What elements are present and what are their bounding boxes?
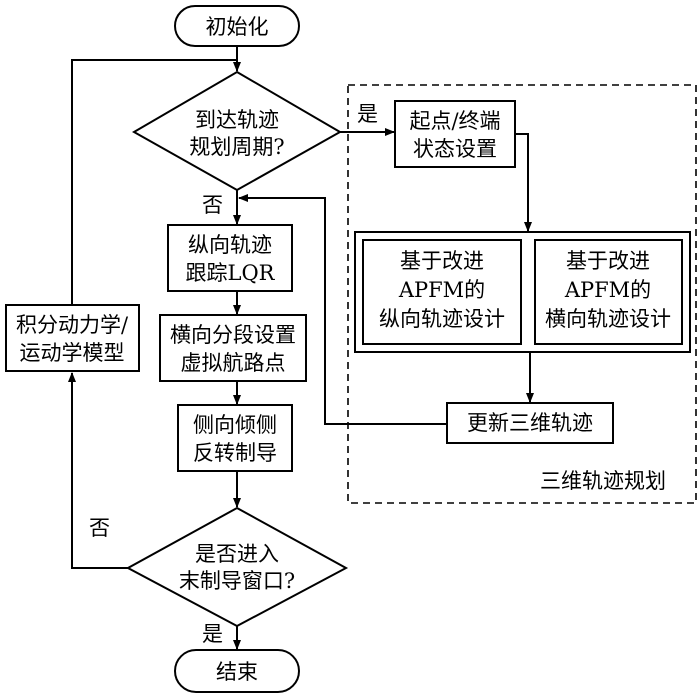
edge-update-to-mainline	[238, 194, 447, 425]
end-label: 结束	[216, 660, 258, 684]
decision-terminal-window-line1: 是否进入	[195, 542, 279, 566]
apfm-longitudinal-line1: 基于改进	[400, 249, 484, 273]
update-trajectory-box	[446, 402, 614, 444]
label-no-top: 否	[202, 193, 223, 217]
apfm-lateral-box	[534, 239, 683, 345]
state-setup-line2: 状态设置	[413, 137, 497, 161]
decision-terminal-window-line2: 末制导窗口?	[179, 569, 295, 593]
apfm-longitudinal-box	[362, 239, 522, 345]
decision-terminal-window	[125, 506, 349, 628]
lqr-line1: 纵向轨迹	[188, 233, 272, 257]
edge-terminal-no-to-model	[68, 372, 128, 569]
decision-planning-period-line2: 规划周期?	[189, 135, 284, 159]
waypoints-line1: 横向分段设置	[170, 323, 296, 347]
apfm-lateral-line3: 横向轨迹设计	[545, 307, 671, 331]
state-setup-line1: 起点/终端	[409, 109, 500, 133]
model-line1: 积分动力学/	[16, 313, 129, 337]
waypoints-line2: 虚拟航路点	[181, 351, 286, 375]
bank-reversal-box	[177, 404, 293, 472]
apfm-longitudinal-line3: 纵向轨迹设计	[379, 307, 505, 331]
group-label: 三维轨迹规划	[540, 469, 666, 493]
start-label: 初始化	[206, 15, 269, 39]
apfm-longitudinal-line2: APFM的	[398, 278, 485, 302]
decision-planning-period-line1: 到达轨迹	[195, 108, 279, 132]
update-trajectory-label: 更新三维轨迹	[467, 411, 593, 435]
lqr-box	[167, 224, 293, 292]
state-setup-box	[394, 100, 516, 168]
label-yes-top: 是	[357, 102, 378, 126]
bank-reversal-line2: 反转制导	[193, 441, 277, 465]
apfm-lateral-line1: 基于改进	[566, 249, 650, 273]
waypoints-box	[159, 314, 307, 382]
model-line2: 运动学模型	[20, 341, 125, 365]
trajectory-planning-group-boundary	[347, 84, 697, 504]
end-terminal	[174, 649, 300, 693]
label-no-bottom: 否	[89, 516, 110, 540]
model-box	[5, 304, 140, 372]
label-yes-bottom: 是	[202, 622, 223, 646]
edge-model-loop	[71, 59, 237, 305]
bank-reversal-line1: 侧向倾侧	[193, 413, 277, 437]
apfm-lateral-line2: APFM的	[564, 278, 651, 302]
edge-setup-to-apfm	[515, 133, 532, 232]
lqr-line2: 跟踪LQR	[186, 261, 276, 285]
